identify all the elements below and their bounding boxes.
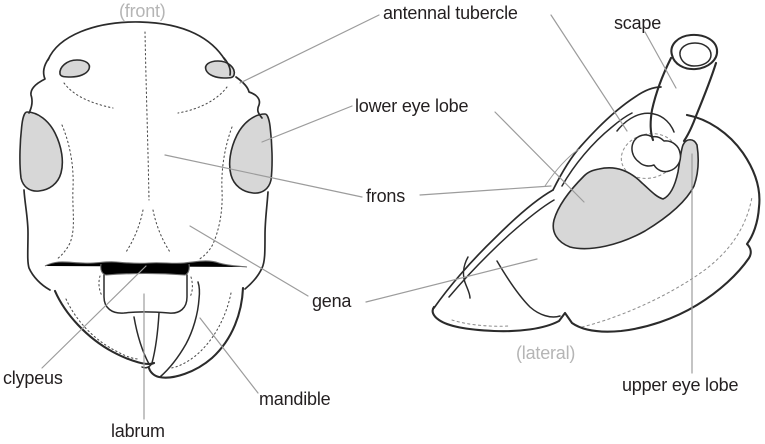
clypeal-suture-left-dashed	[125, 209, 144, 253]
genal-ridge-lateral	[496, 260, 561, 318]
labrum-flank-right-dashed	[189, 276, 193, 298]
leader-antennal-tubercle-front	[239, 14, 380, 84]
scape-right-edge	[682, 61, 718, 143]
frontal-ridge-lateral	[561, 112, 633, 187]
scape-base-condyle	[631, 134, 682, 173]
scape-opening-rim	[679, 42, 712, 67]
leader-frons-front	[164, 154, 363, 198]
median-suture-dashed	[144, 31, 150, 201]
muzzle-inner-edge	[448, 199, 555, 298]
head-capsule-outline-lateral	[431, 113, 761, 333]
label-antennal-tubercle: antennal tubercle	[383, 3, 518, 23]
lateral-view-drawing	[431, 33, 761, 333]
frontal-suture-left-dashed	[63, 82, 114, 109]
clypeal-suture-right-dashed	[152, 209, 171, 253]
frontal-suture-right-dashed	[177, 86, 228, 114]
eye-lateral-shape	[552, 138, 700, 250]
leader-lower-eye-lobe-lateral	[494, 111, 585, 203]
caption-lateral-view: (lateral)	[516, 343, 576, 363]
leader-gena-front	[189, 225, 309, 297]
gula-dashed-line	[451, 319, 510, 327]
leader-lower-eye-lobe-front	[261, 105, 353, 143]
mandible-left-outline	[53, 289, 156, 366]
head-right-upper-margin-b	[235, 76, 263, 119]
leader-clypeus	[41, 265, 147, 369]
label-clypeus: clypeus	[3, 368, 63, 388]
label-lower-eye-lobe: lower eye lobe	[355, 96, 469, 116]
mandible-left-inner-edge	[133, 316, 150, 365]
leader-scape	[644, 31, 677, 89]
clypeus-outline	[100, 263, 190, 276]
mandible-base-wiggle-lateral	[462, 256, 471, 299]
vertex-arc-lateral	[552, 86, 662, 191]
label-labrum: labrum	[111, 421, 165, 441]
leader-frons-lateral	[419, 185, 552, 196]
label-upper-eye-lobe: upper eye lobe	[622, 375, 739, 395]
mandible-right-ridge-dashed	[170, 292, 232, 369]
leader-mandible	[199, 317, 259, 394]
leader-lines	[41, 14, 693, 420]
label-scape: scape	[614, 13, 662, 33]
caption-front-view: (front)	[119, 1, 166, 21]
head-vertex-outline	[47, 21, 226, 61]
frons-surface-line-lateral	[544, 148, 580, 187]
epistomal-suture-line	[44, 260, 248, 268]
leader-gena-lateral	[365, 258, 538, 303]
scape-left-edge	[649, 56, 673, 142]
mandible-left-tip-edge	[141, 312, 160, 369]
eye-margin-left-dashed	[56, 124, 74, 260]
front-view-dotted-sutures	[56, 31, 233, 369]
head-left-upper-margin	[28, 57, 50, 114]
eye-margin-right-dashed	[197, 126, 233, 261]
head-left-lower-margin	[23, 189, 51, 291]
antennal-tubercle-ridge-lateral	[616, 112, 675, 133]
labrum-outline	[103, 274, 188, 314]
label-gena: gena	[312, 291, 352, 311]
label-frons: frons	[366, 186, 406, 206]
labrum-flank-left-dashed	[98, 275, 103, 297]
antennal-tubercle-left-shape	[59, 59, 91, 78]
label-mandible: mandible	[259, 389, 331, 409]
leader-antennal-tubercle-lateral	[550, 14, 628, 132]
mandible-right-outline	[147, 286, 245, 379]
head-right-lower-margin	[244, 191, 269, 290]
compound-eye-left-shape	[19, 111, 64, 192]
muzzle-front-edge	[433, 189, 554, 309]
compound-eye-right-shape	[228, 113, 273, 194]
head-right-upper-margin-a	[223, 57, 232, 76]
antennal-tubercle-right-shape	[204, 60, 236, 79]
mandible-right-inner-edge	[159, 281, 201, 378]
front-view-drawing	[19, 21, 273, 379]
